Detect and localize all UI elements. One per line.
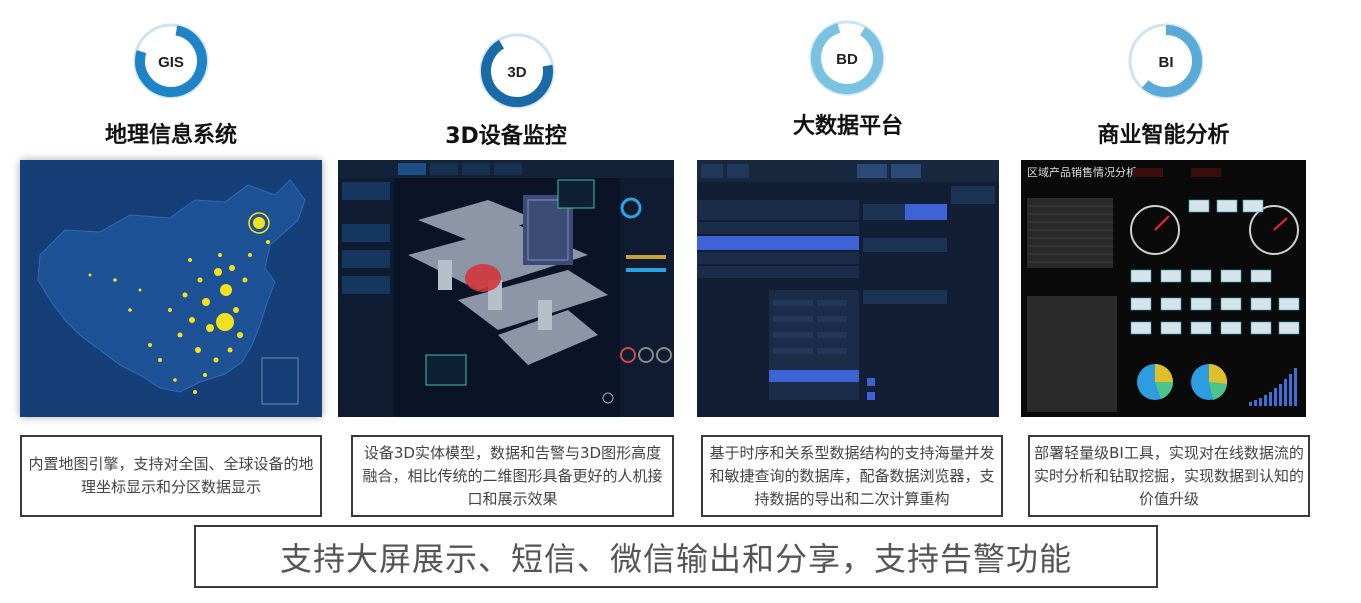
3d-monitor-screenshot [338, 160, 674, 417]
3d-badge-label: 3D [507, 64, 526, 81]
bd-title: 大数据平台 [792, 114, 903, 139]
gis-badge-label: GIS [158, 54, 184, 71]
bi-title: 商业智能分析 [1097, 123, 1230, 148]
bd-badge-label: BD [836, 51, 858, 68]
bd-description: 基于时序和关系型数据结构的支持海量并发和敏捷查询的数据库，配备数据浏览器，支持数… [701, 435, 1003, 517]
bigdata-browser-screenshot [697, 160, 999, 417]
3d-badge-icon: 3D [475, 29, 559, 113]
bi-description: 部署轻量级BI工具，实现对在线数据流的实时分析和钻取挖掘，实现数据到认知的价值升… [1028, 435, 1310, 517]
china-map-shape [37, 179, 306, 393]
bi-dashboard-title: 区域产品销售情况分析 [1027, 165, 1137, 179]
gis-map-screenshot [20, 160, 322, 417]
footer-banner: 支持大屏展示、短信、微信输出和分享，支持告警功能 [194, 525, 1158, 588]
gis-badge-icon: GIS [129, 19, 213, 103]
gis-title: 地理信息系统 [104, 123, 237, 148]
3d-description: 设备3D实体模型，数据和告警与3D图形高度融合，相比传统的二维图形具备更好的人机… [351, 435, 674, 517]
3d-title: 3D设备监控 [445, 124, 567, 149]
bd-badge-icon: BD [805, 16, 889, 100]
bi-dashboard-screenshot: 区域产品销售情况分析 [1021, 160, 1306, 417]
bi-badge-label: BI [1159, 54, 1174, 71]
bi-badge-icon: BI [1124, 19, 1208, 103]
gis-description: 内置地图引擎，支持对全国、全球设备的地理坐标显示和分区数据显示 [20, 435, 322, 517]
